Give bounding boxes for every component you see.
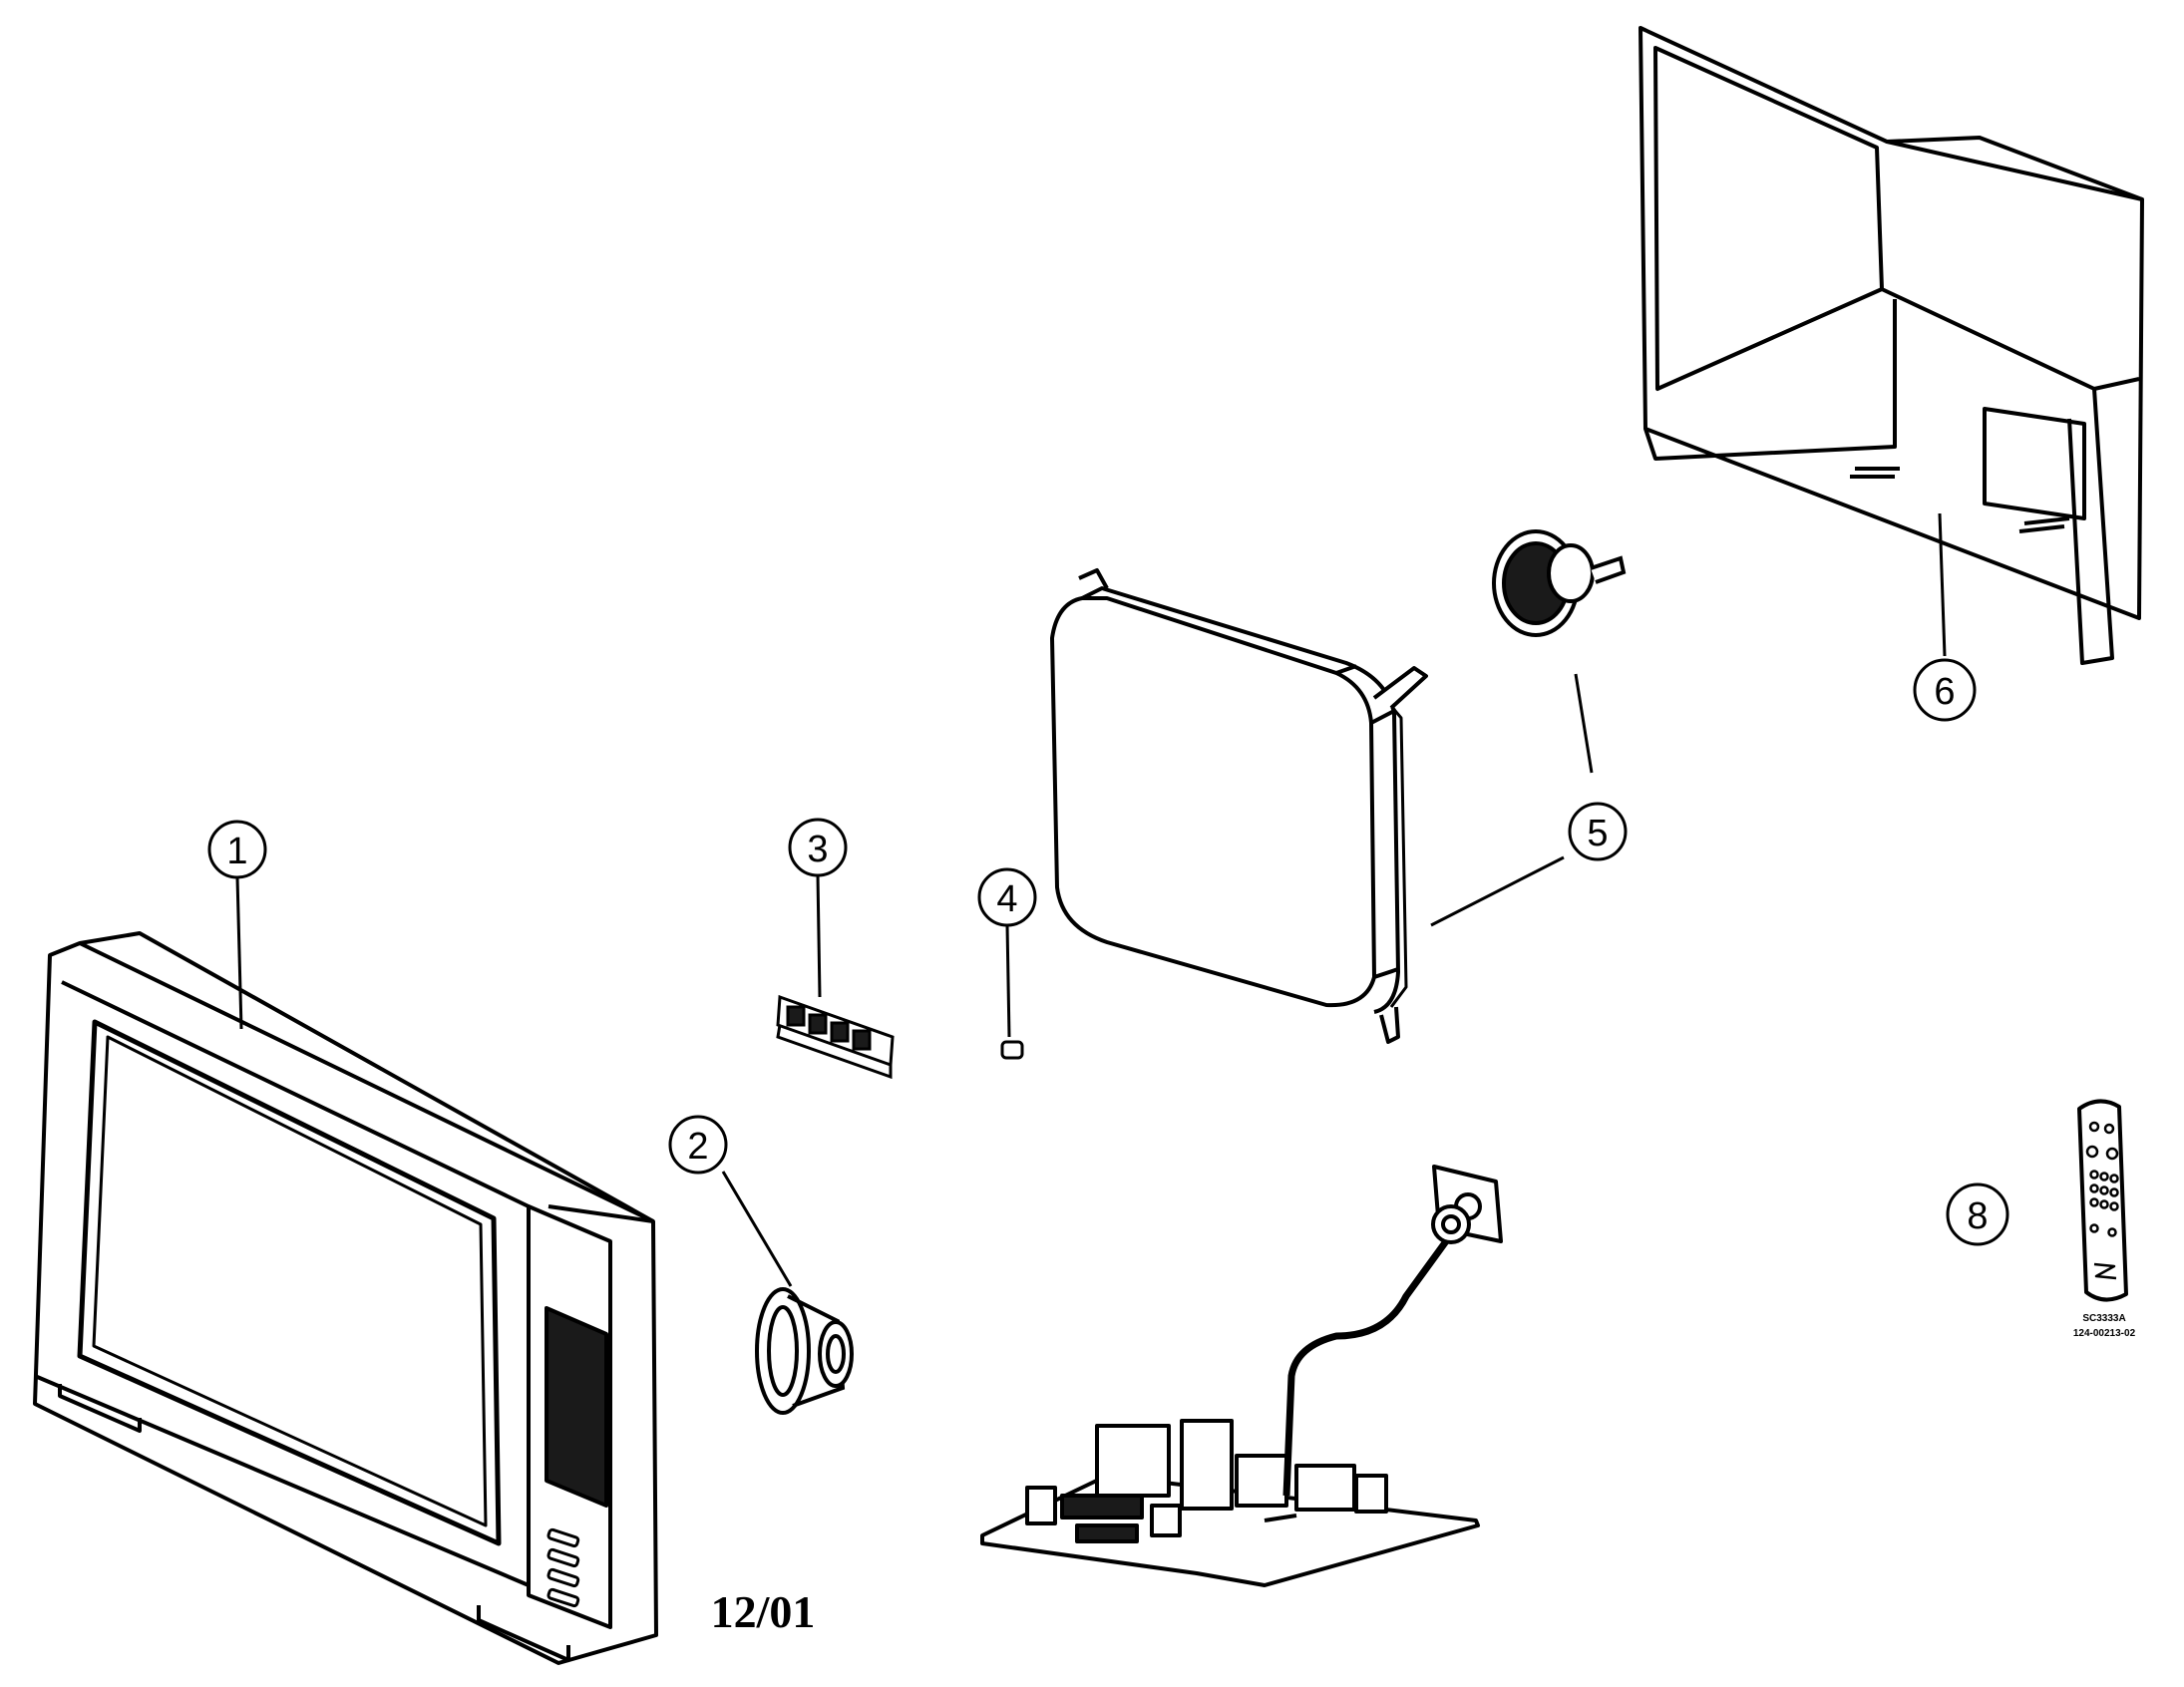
leader-line-5a (1574, 673, 1594, 774)
callout-3: 3 (788, 818, 848, 877)
back-cover (1638, 26, 2144, 665)
leader-line-3 (816, 874, 822, 998)
front-cabinet (33, 931, 658, 1665)
callout-8: 8 (1946, 1182, 2009, 1246)
callout-5a: 5 (1568, 802, 1628, 861)
callout-4-label: 4 (996, 878, 1017, 920)
callout-6: 6 (1913, 658, 1977, 722)
callout-2: 2 (668, 1115, 728, 1175)
button-board (776, 994, 895, 1080)
leader-line-2 (721, 1171, 793, 1287)
callout-4: 4 (977, 867, 1037, 927)
callout-8-label: 8 (1967, 1195, 1988, 1237)
speaker (755, 1287, 854, 1415)
leader-line-5b (1430, 855, 1565, 927)
leader-line-6 (1938, 512, 1947, 657)
leader-line-4 (1005, 924, 1011, 1038)
callout-2-label: 2 (687, 1126, 708, 1168)
remote-control: SC3333A 124-00213-02 (2073, 1099, 2136, 1339)
date-stamp: 12/01 (711, 1586, 816, 1637)
callout-1-label: 1 (226, 831, 247, 872)
leader-lines (235, 512, 1947, 1287)
leader-line-1 (235, 876, 243, 1030)
deflection-yoke (1492, 529, 1627, 637)
control-buttons (546, 1527, 580, 1608)
main-chassis-board (980, 1165, 1503, 1587)
remote-model-label: SC3333A (2082, 1313, 2125, 1324)
small-knob (1000, 1040, 1024, 1060)
callout-3-label: 3 (807, 829, 828, 870)
remote-part-number-label: 124-00213-02 (2073, 1328, 2136, 1339)
remote-buttons (2085, 1121, 2119, 1280)
callout-5a-label: 5 (1587, 813, 1608, 854)
picture-tube (1050, 568, 1428, 1044)
callout-1: 1 (207, 820, 267, 879)
callout-6-label: 6 (1934, 671, 1955, 713)
